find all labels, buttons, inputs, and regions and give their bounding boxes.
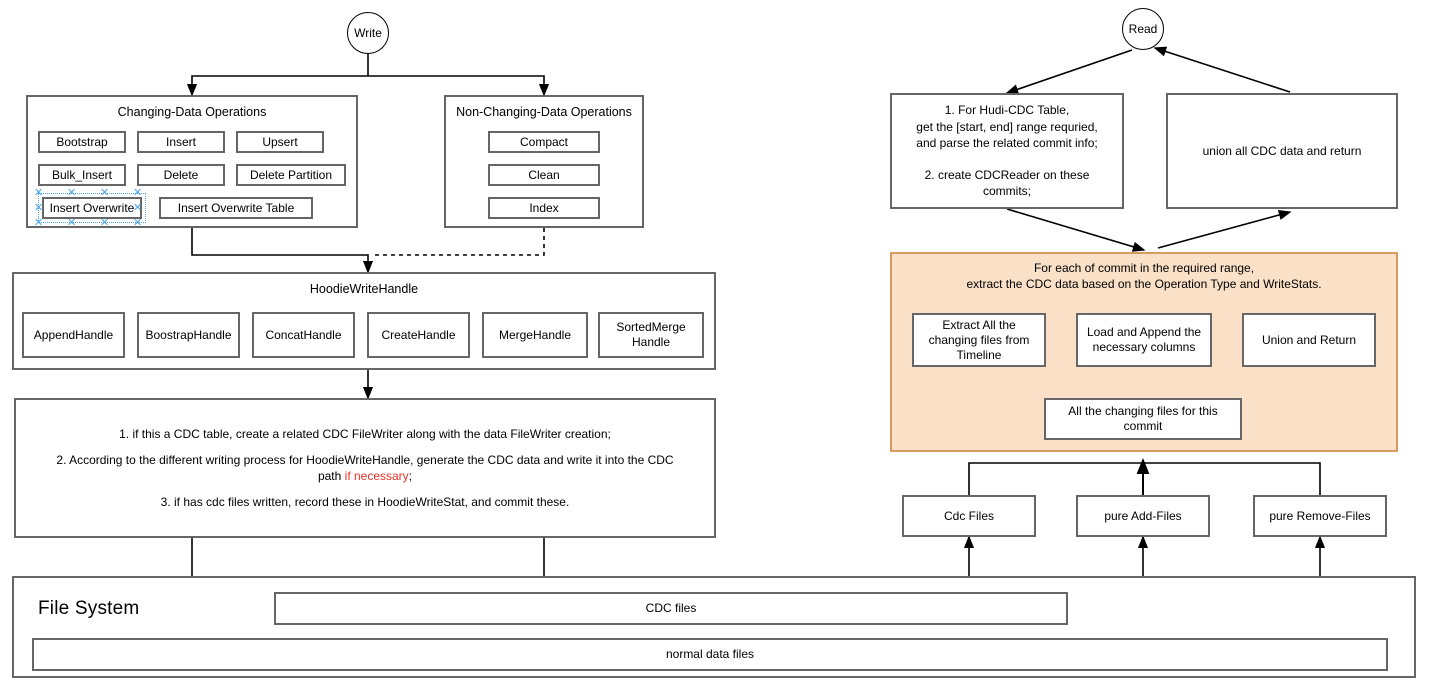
write-steps-box: 1. if this a CDC table, create a related… — [14, 398, 716, 538]
write-start-node[interactable]: Write — [347, 12, 389, 54]
handle-sorted-merge[interactable]: SortedMerge Handle — [598, 312, 704, 358]
op-delete-partition[interactable]: Delete Partition — [236, 164, 346, 186]
selection-outline — [38, 193, 146, 223]
handle-create[interactable]: CreateHandle — [367, 312, 470, 358]
op-clean[interactable]: Clean — [488, 164, 600, 186]
orange-panel-heading: For each of commit in the required range… — [890, 260, 1398, 292]
op-bootstrap[interactable]: Bootstrap — [38, 131, 126, 153]
file-kind-cdc-files[interactable]: Cdc Files — [902, 495, 1036, 537]
file-kind-pure-remove-files[interactable]: pure Remove-Files — [1253, 495, 1387, 537]
op-insert-overwrite-table[interactable]: Insert Overwrite Table — [159, 197, 313, 219]
read-step-line3: and parse the related commit info; — [916, 135, 1098, 150]
op-bulk-insert[interactable]: Bulk_Insert — [38, 164, 126, 186]
write-step-2-textA: 2. According to the different writing pr… — [56, 452, 674, 467]
fs-normal-data-files-bar[interactable]: normal data files — [32, 638, 1388, 671]
read-step-line4: 2. create CDCReader on these — [924, 168, 1090, 183]
orange-node-all-changing-files-for-commit[interactable]: All the changing files for this commit — [1044, 398, 1242, 440]
orange-node-union-and-return[interactable]: Union and Return — [1242, 313, 1376, 367]
read-step-line5: commits; — [982, 184, 1031, 199]
orange-heading-line1: For each of commit in the required range… — [1033, 261, 1255, 275]
orange-node-load-append-columns[interactable]: Load and Append the necessary columns — [1076, 313, 1212, 367]
handle-bootstrap[interactable]: BoostrapHandle — [137, 312, 240, 358]
orange-heading-line2: extract the CDC data based on the Operat… — [966, 277, 1322, 292]
write-step-2-suffix: ; — [408, 469, 413, 483]
write-step-2: 2. According to the different writing pr… — [46, 447, 683, 489]
read-union-box[interactable]: union all CDC data and return — [1166, 93, 1398, 209]
write-start-label: Write — [354, 26, 382, 40]
op-insert-overwrite[interactable]: Insert Overwrite — [42, 197, 142, 219]
write-step-2-prefix: path — [317, 469, 345, 483]
read-step-box: 1. For Hudi-CDC Table, get the [start, e… — [890, 93, 1124, 209]
hoodie-write-handle-title: HoodieWriteHandle — [309, 282, 419, 296]
file-system-label: File System — [38, 598, 140, 619]
write-step-1: 1. if this a CDC table, create a related… — [119, 426, 611, 441]
non-changing-data-operations-title: Non-Changing-Data Operations — [456, 105, 632, 119]
op-delete[interactable]: Delete — [137, 164, 225, 186]
read-step-lines: 1. For Hudi-CDC Table, get the [start, e… — [910, 102, 1103, 199]
read-start-label: Read — [1128, 22, 1158, 36]
handle-merge[interactable]: MergeHandle — [482, 312, 588, 358]
orange-node-extract-changing-files[interactable]: Extract All the changing files from Time… — [912, 313, 1046, 367]
read-step-line2: get the [start, end] range requried, — [916, 119, 1098, 134]
write-step-2-emphasis: if necessary — [344, 469, 409, 483]
handle-append[interactable]: AppendHandle — [22, 312, 125, 358]
fs-cdc-files-bar[interactable]: CDC files — [274, 592, 1068, 625]
op-index[interactable]: Index — [488, 197, 600, 219]
file-kind-pure-add-files[interactable]: pure Add-Files — [1076, 495, 1210, 537]
read-start-node[interactable]: Read — [1122, 8, 1164, 50]
op-insert[interactable]: Insert — [137, 131, 225, 153]
handle-concat[interactable]: ConcatHandle — [252, 312, 355, 358]
read-step-line1: 1. For Hudi-CDC Table, — [944, 103, 1070, 118]
changing-data-operations-title: Changing-Data Operations — [117, 105, 267, 119]
write-step-3: 3. if has cdc files written, record thes… — [160, 495, 570, 510]
op-compact[interactable]: Compact — [488, 131, 600, 153]
op-upsert[interactable]: Upsert — [236, 131, 324, 153]
